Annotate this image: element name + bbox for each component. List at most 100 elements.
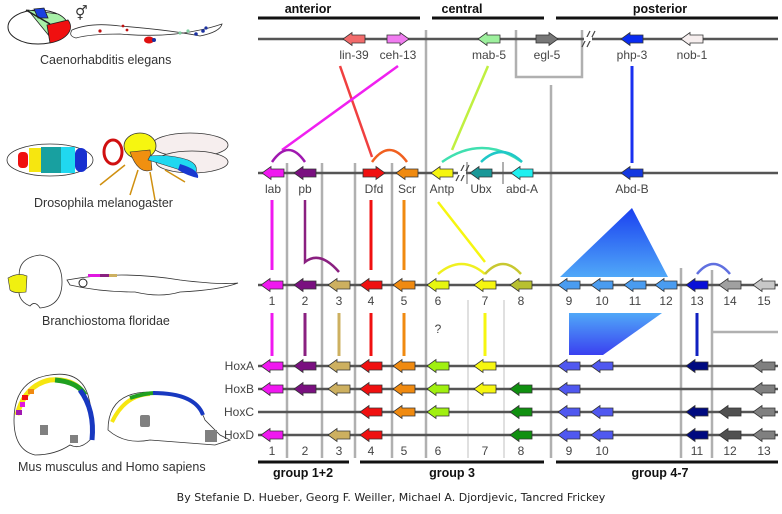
gene-label-lab: lab [265,182,281,196]
gene-bf-label-9: 9 [566,294,573,308]
gene-HoxB3 [327,381,351,397]
connector-pb-2-3 [303,200,340,273]
gene-lin-39 [342,31,366,47]
paralog-label-7: 7 [482,444,489,458]
gene-HoxB7 [473,381,497,397]
gene-nob-1 [680,31,704,47]
gene-HoxA11 [685,358,709,374]
gene-ceh-13 [386,31,410,47]
gene-HoxB4 [359,381,383,397]
gene-HoxA2 [293,358,317,374]
gene-HoxA13 [752,358,776,374]
gene-bf-label-7: 7 [482,294,489,308]
gene-bf-label-2: 2 [302,294,309,308]
gene-bf-3 [327,277,351,293]
gene-bf-label-4: 4 [368,294,375,308]
author-credit: By Stefanie D. Hueber, Georg F. Weiller,… [176,491,606,504]
gene-HoxB8 [509,381,533,397]
fly-adult-icon [99,132,229,201]
gene-label-Scr: Scr [398,182,416,196]
mouse-embryo-icon [13,373,93,456]
gene-label-Antp: Antp [430,182,455,196]
gene-arrows [260,31,776,443]
gene-bf-label-1: 1 [269,294,276,308]
species-label-drosophila: Drosophila melanogaster [34,196,173,210]
gene-label-Abd-B: Abd-B [615,182,648,196]
species-label-celegans: Caenorhabditis elegans [40,53,171,67]
gene-HoxC13 [752,404,776,420]
gene-bf-10 [590,277,614,293]
group-label-1: group 3 [429,466,475,480]
gene-bf-label-14: 14 [723,294,737,308]
gene-bf-15 [752,277,776,293]
connector-mab5-antp [450,65,490,151]
gene-label-egl-5: egl-5 [534,48,561,62]
gene-label-abd-A: abd-A [506,182,538,196]
gene-bf-label-6: 6 [435,294,442,308]
paralog-label-9: 9 [566,444,573,458]
gene-HoxC11 [685,404,709,420]
gene-php-3 [620,31,644,47]
gene-mab-5 [477,31,501,47]
connector-lin39-dfd [338,65,374,158]
gene-HoxA4 [359,358,383,374]
gene-HoxD9 [557,427,581,443]
paralog-label-12: 12 [723,444,737,458]
arc-13-14 [696,262,731,275]
gene-HoxC4 [359,404,383,420]
gene-bf-label-5: 5 [401,294,408,308]
gene-HoxC6 [426,404,450,420]
gene-bf-label-13: 13 [690,294,704,308]
cluster-label-HoxD: HoxD [224,428,254,442]
gene-HoxC10 [590,404,614,420]
cluster-label-HoxA: HoxA [225,359,254,373]
gene-bf-8 [509,277,533,293]
mammal-embryos-illustration [13,373,232,456]
gene-HoxB2 [293,381,317,397]
gene-HoxD10 [590,427,614,443]
gene-bf-11 [623,277,647,293]
gene-bf-label-11: 11 [629,294,642,308]
gene-label-mab-5: mab-5 [472,48,506,62]
gene-label-nob-1: nob-1 [677,48,708,62]
embryo-icon [7,7,71,45]
gene-label-lin-39: lin-39 [339,48,369,62]
gene-bf-label-10: 10 [595,294,609,308]
gene-HoxA7 [473,358,497,374]
paralog-label-3: 3 [336,444,343,458]
paralog-label-2: 2 [302,444,309,458]
arc-dfd-scr [370,148,409,163]
chromosome-break-drosophila-gap [458,171,466,175]
gene-Ubx [469,165,493,181]
gene-bf-12 [654,277,678,293]
gene-HoxC5 [392,404,416,420]
gene-bf-14 [718,277,742,293]
gene-egl-5 [535,31,559,47]
gene-HoxA10 [590,358,614,374]
gene-bf-1 [260,277,284,293]
gene-HoxA1 [260,358,284,374]
gene-pb [293,165,317,181]
unknown-homology-mark: ? [435,322,442,336]
hermaphrodite-symbol: ⚥ [75,5,88,21]
gene-lab [261,165,285,181]
gene-label-Ubx: Ubx [470,182,491,196]
gene-bf-label-8: 8 [518,294,525,308]
species-label-amphioxus: Branchiostoma floridae [42,314,170,328]
species-label-mammals: Mus musculus and Homo sapiens [18,460,206,474]
gene-Antp [430,165,454,181]
abdb-expansion-triangle [560,208,668,277]
gene-label-ceh-13: ceh-13 [380,48,417,62]
gene-label-Dfd: Dfd [365,182,384,196]
group-label-2: group 4-7 [632,466,689,480]
arc-6-7 [437,262,486,275]
gene-HoxD4 [359,427,383,443]
paralog-label-8: 8 [518,444,525,458]
gene-HoxD13 [752,427,776,443]
paralog-label-11: 11 [691,444,704,458]
